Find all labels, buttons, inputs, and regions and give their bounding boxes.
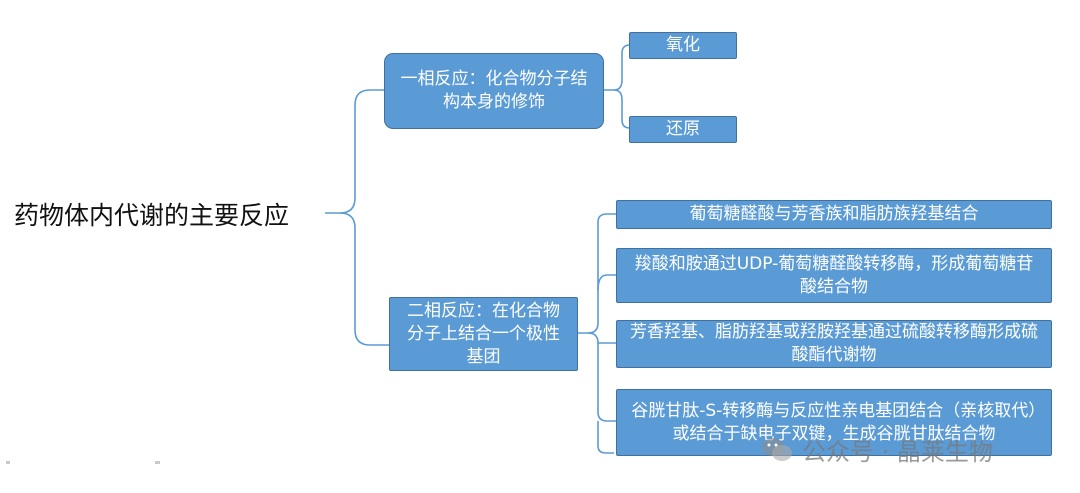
- phase1-child-reduction: 还原: [629, 116, 737, 143]
- phase2-child-label: 羧酸和胺通过UDP-葡萄糖醛酸转移酶，形成葡萄糖苷酸结合物: [634, 253, 1034, 297]
- root-connector: [325, 89, 385, 214]
- phase2-child-label: 葡萄糖醛酸与芳香族和脂肪族羟基结合: [689, 204, 979, 224]
- watermark-text: 公众号 · 晶莱生物: [802, 438, 993, 466]
- phase2-connector: [597, 274, 616, 291]
- scan-speck: [6, 461, 10, 464]
- phase2-child-label: 谷胱甘肽-S-转移酶与反应性亲电基团结合（亲核取代）或结合于缺电子双键，生成谷胱…: [631, 400, 1037, 444]
- phase2-child-1: 葡萄糖醛酸与芳香族和脂肪族羟基结合: [616, 200, 1052, 229]
- phase2-connector: [597, 421, 614, 454]
- phase2-connector: [587, 332, 616, 344]
- phase2-child-label: 芳香羟基、脂肪羟基或羟胺羟基通过硫酸转移酶形成硫酸酯代谢物: [630, 322, 1038, 365]
- phase1-connector: [613, 89, 631, 129]
- phase1-child-oxidation: 氧化: [629, 32, 737, 59]
- phase1-child-label: 氧化: [666, 35, 700, 55]
- scan-speck: [155, 461, 160, 464]
- phase2-connector: [597, 343, 616, 422]
- watermark: 公众号 · 晶莱生物: [760, 432, 993, 467]
- phase1-connector: [604, 44, 631, 91]
- root-title: 药物体内代谢的主要反应: [14, 201, 290, 230]
- phase2-child-4: 谷胱甘肽-S-转移酶与反应性亲电基团结合（亲核取代）或结合于缺电子双键，生成谷胱…: [616, 389, 1052, 456]
- root-connector: [339, 212, 390, 346]
- phase2-connector: [578, 213, 616, 334]
- phase1-child-label: 还原: [666, 119, 700, 139]
- phase2-node: 二相反应：在化合物分子上结合一个极性基团: [389, 297, 578, 371]
- wechat-icon: [762, 437, 792, 461]
- phase2-child-2: 羧酸和胺通过UDP-葡萄糖醛酸转移酶，形成葡萄糖苷酸结合物: [616, 248, 1052, 303]
- phase2-label: 二相反应：在化合物分子上结合一个极性基团: [407, 300, 560, 367]
- phase1-node: 一相反应：化合物分子结构本身的修饰: [384, 53, 604, 129]
- phase1-label: 一相反应：化合物分子结构本身的修饰: [400, 69, 588, 112]
- phase2-child-3: 芳香羟基、脂肪羟基或羟胺羟基通过硫酸转移酶形成硫酸酯代谢物: [616, 320, 1052, 368]
